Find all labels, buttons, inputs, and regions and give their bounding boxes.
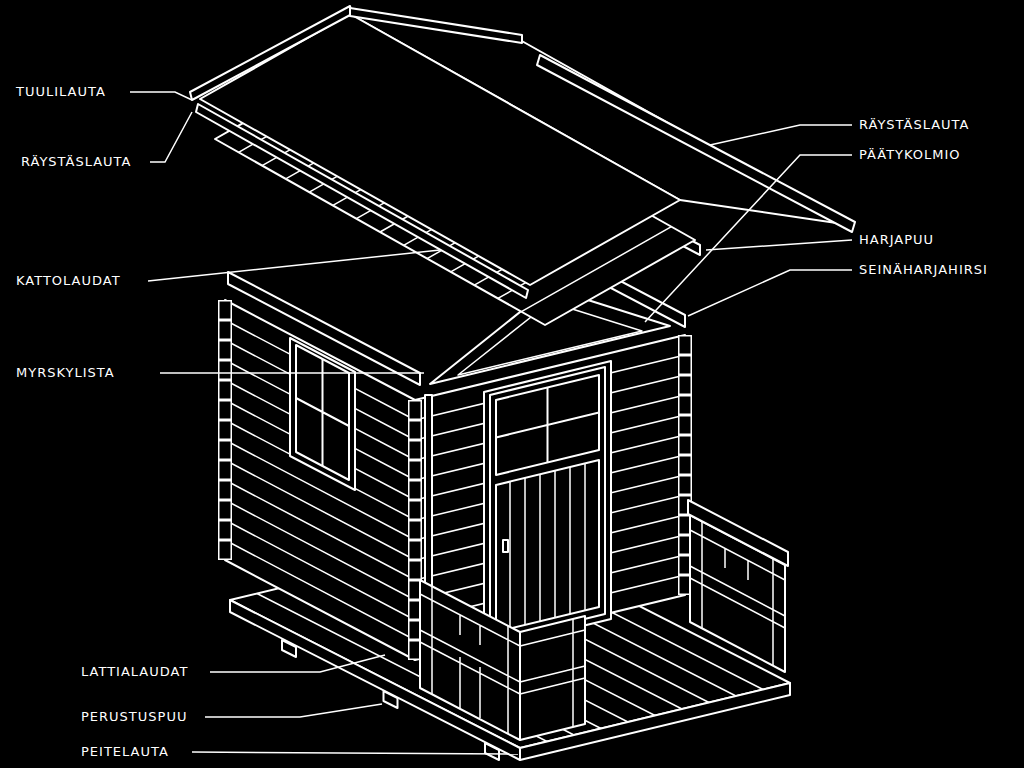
door-planks	[510, 463, 585, 628]
part-label: LATTIALAUDAT	[80, 664, 189, 680]
porch-railing	[520, 616, 585, 740]
door-frame	[484, 361, 611, 650]
window-cross	[296, 359, 349, 466]
log-corner	[218, 300, 232, 560]
part-label: PEITELAUTA	[80, 744, 170, 760]
eave-board	[537, 55, 855, 232]
wall-top-log	[228, 272, 420, 385]
part-label: MYRSKYLISTA	[15, 365, 116, 381]
part-label: RÄYSTÄSLAUTA	[20, 154, 132, 170]
railing-parts	[420, 586, 520, 734]
leader-line	[148, 250, 440, 281]
side-wall	[225, 300, 415, 660]
barge-board	[190, 6, 352, 100]
door	[490, 367, 605, 642]
leader-line	[130, 92, 192, 100]
leader-line	[205, 704, 382, 717]
leader-line	[688, 270, 852, 316]
part-label: HARJAPUU	[858, 232, 935, 248]
leader-line	[160, 372, 424, 374]
leader-lines	[130, 92, 852, 754]
leader-line	[645, 155, 852, 322]
leader-line	[210, 655, 385, 672]
leader-line	[706, 240, 852, 250]
part-label: SEINÄHARJAHIRSI	[858, 262, 989, 278]
part-label: TUULILAUTA	[15, 84, 107, 100]
door-window-cross	[496, 388, 599, 463]
part-label: PERUSTUSPUU	[80, 709, 188, 725]
leader-line	[150, 112, 192, 162]
leader-line	[710, 125, 852, 145]
leader-line	[192, 752, 518, 754]
door-panel	[496, 460, 599, 632]
window-pane	[296, 345, 349, 480]
railing-parts	[520, 619, 585, 727]
porch-railing	[420, 580, 520, 740]
eave-board	[196, 104, 528, 298]
barge-board	[350, 8, 522, 43]
railing-parts	[690, 521, 785, 666]
house-drawing	[190, 6, 855, 760]
door-window	[496, 375, 599, 475]
part-label: KATTOLAUDAT	[15, 273, 122, 289]
door-handle	[503, 540, 508, 552]
wall-logs	[415, 355, 685, 640]
window	[290, 338, 355, 490]
part-label: RÄYSTÄSLAUTA	[858, 117, 970, 133]
part-label: PÄÄTYKOLMIO	[858, 147, 962, 163]
